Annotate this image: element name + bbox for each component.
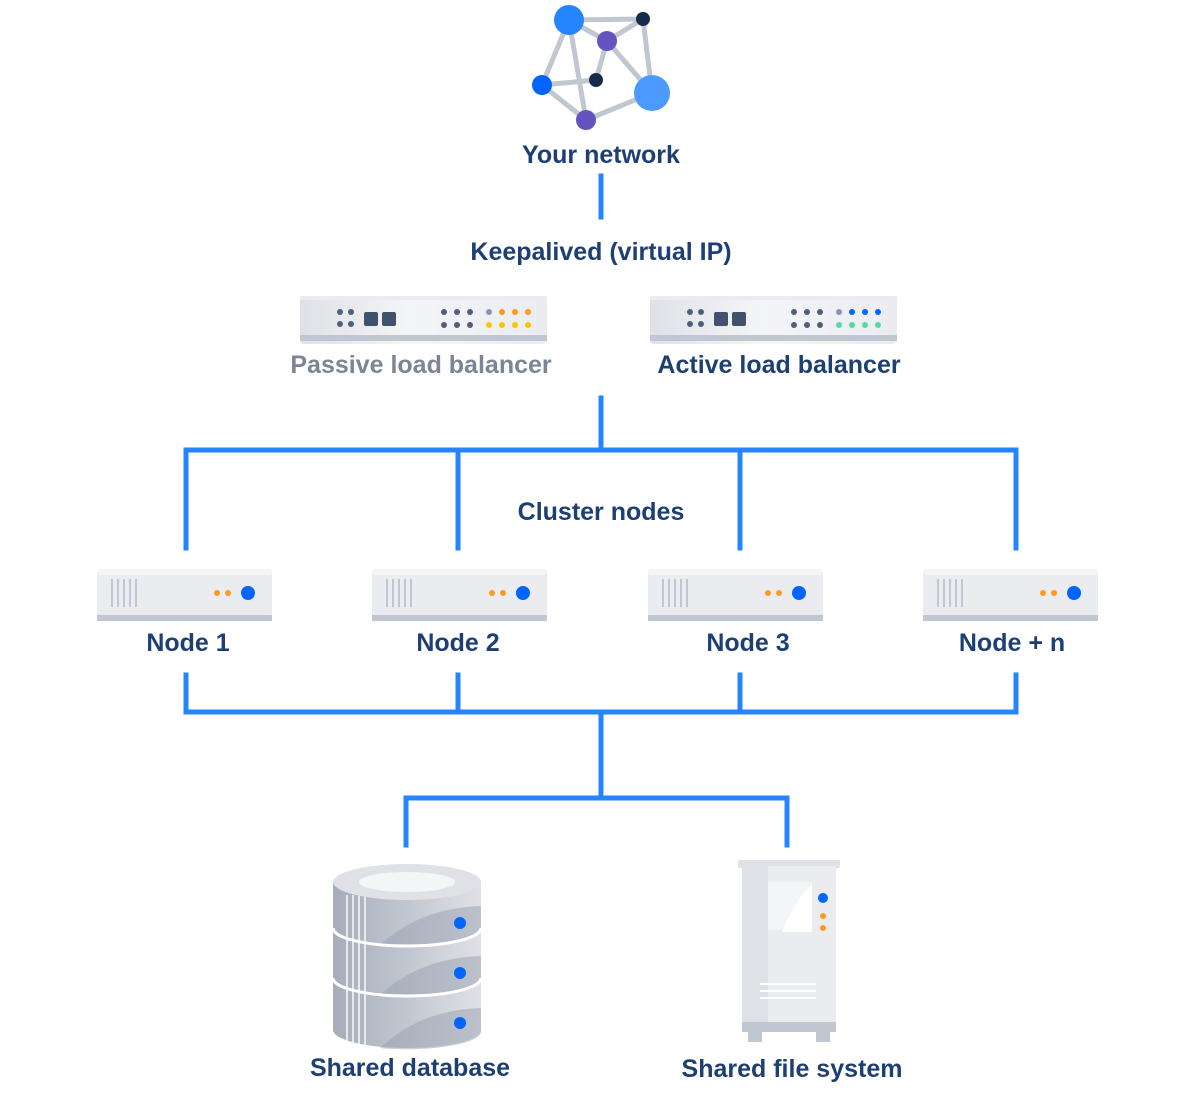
active-load-balancer-icon (650, 296, 897, 344)
node-3-label: Node 3 (706, 629, 790, 657)
node-3-server-icon (648, 569, 823, 621)
network-node-icon (532, 75, 552, 95)
storage-bus (403, 795, 790, 848)
network-node-icon (636, 12, 650, 26)
node-2-server-icon (372, 569, 547, 621)
node-1-label: Node 1 (146, 629, 230, 657)
node-n-label: Node + n (958, 629, 1066, 657)
keepalived-label: Keepalived (virtual IP) (470, 238, 732, 266)
shared-database-label: Shared database (309, 1054, 511, 1082)
network-node-icon (634, 75, 670, 111)
network-node-icon (589, 73, 603, 87)
network-icon (532, 5, 670, 130)
passive-load-balancer-label: Passive load balancer (290, 351, 552, 379)
network-label: Your network (522, 141, 680, 169)
active-load-balancer-label: Active load balancer (657, 351, 901, 379)
network-node-icon (554, 5, 584, 35)
cluster-bottom-bus (183, 672, 1019, 715)
cluster-nodes-label: Cluster nodes (517, 498, 685, 526)
node-n-server-icon (923, 569, 1098, 621)
shared-file-system-label: Shared file system (681, 1055, 903, 1083)
node-1-server-icon (97, 569, 272, 621)
network-node-icon (576, 110, 596, 130)
cluster-top-bus (183, 447, 1019, 551)
network-node-icon (597, 31, 617, 51)
node-2-label: Node 2 (416, 629, 500, 657)
file-system-server-icon (738, 860, 840, 1042)
database-icon (331, 864, 483, 1050)
connector-lines (183, 173, 1019, 848)
passive-load-balancer-icon (300, 296, 547, 344)
